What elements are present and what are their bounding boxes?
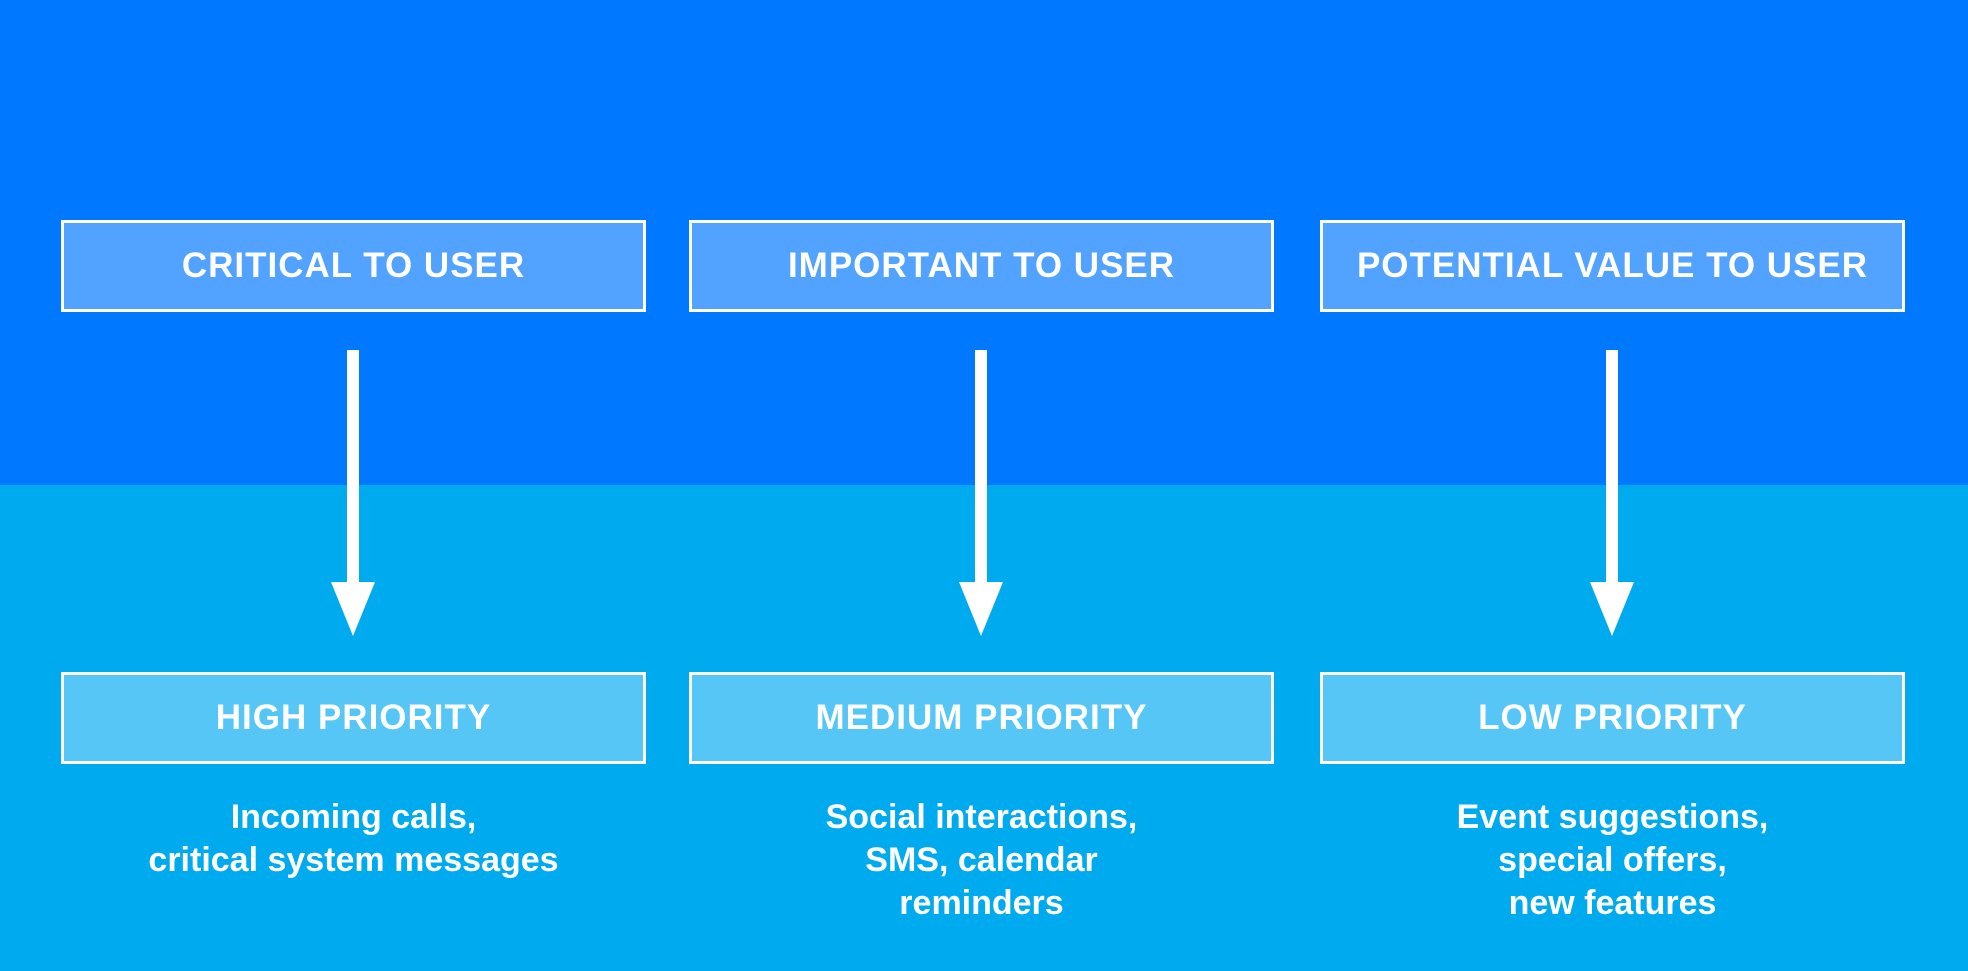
example-line: Social interactions, — [825, 798, 1138, 836]
priority-examples: Event suggestions, special offers, new f… — [1320, 796, 1905, 925]
priority-examples: Social interactions, SMS, calendar remin… — [689, 796, 1274, 925]
category-label: IMPORTANT TO USER — [787, 246, 1176, 285]
column-potential: POTENTIAL VALUE TO USER LOW PRIORITY Eve… — [1320, 0, 1905, 971]
priority-label: MEDIUM PRIORITY — [815, 698, 1148, 737]
priority-box-low: LOW PRIORITY — [1320, 672, 1905, 764]
priority-box-high: HIGH PRIORITY — [61, 672, 646, 764]
category-label: CRITICAL TO USER — [181, 246, 526, 285]
example-line: special offers, — [1498, 841, 1727, 879]
category-box-important: IMPORTANT TO USER — [689, 220, 1274, 312]
example-line: Event suggestions, — [1456, 798, 1769, 836]
priority-label: LOW PRIORITY — [1478, 698, 1747, 737]
category-label: POTENTIAL VALUE TO USER — [1356, 246, 1869, 285]
down-arrow-icon — [1590, 350, 1634, 636]
priority-examples: Incoming calls, critical system messages — [61, 796, 646, 882]
down-arrow-icon — [331, 350, 375, 636]
example-line: critical system messages — [148, 841, 559, 879]
category-box-critical: CRITICAL TO USER — [61, 220, 646, 312]
priority-label: HIGH PRIORITY — [215, 698, 492, 737]
down-arrow-icon — [959, 350, 1003, 636]
example-line: SMS, calendar — [865, 841, 1098, 879]
column-important: IMPORTANT TO USER MEDIUM PRIORITY Social… — [689, 0, 1274, 971]
column-critical: CRITICAL TO USER HIGH PRIORITY Incoming … — [61, 0, 646, 971]
example-line: new features — [1508, 884, 1717, 922]
example-line: reminders — [899, 884, 1064, 922]
category-box-potential: POTENTIAL VALUE TO USER — [1320, 220, 1905, 312]
example-line: Incoming calls, — [230, 798, 477, 836]
priority-box-medium: MEDIUM PRIORITY — [689, 672, 1274, 764]
